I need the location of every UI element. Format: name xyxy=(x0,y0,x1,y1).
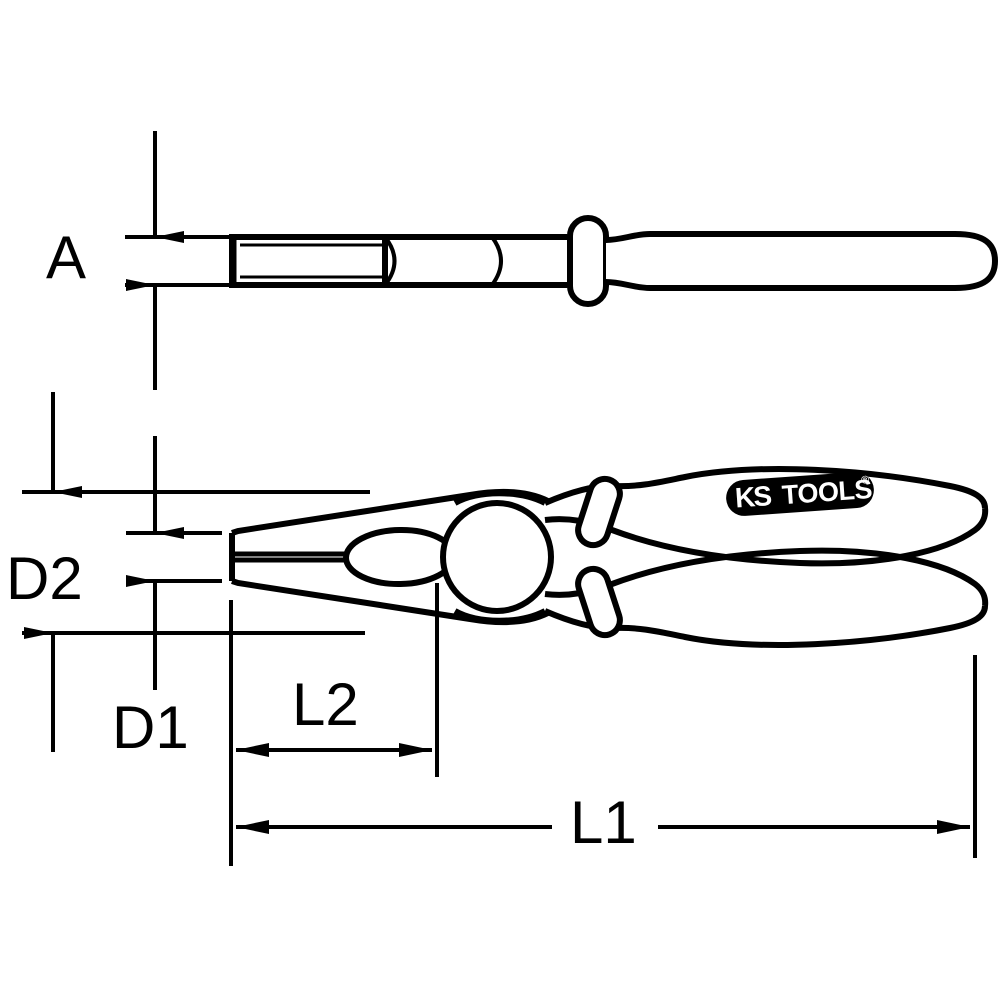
side-view-group: KS TOOLS ® xyxy=(229,466,989,648)
top-view-third-segment xyxy=(490,234,567,288)
upper-guard-oval xyxy=(575,475,623,549)
top-view-mid-segment xyxy=(383,234,492,288)
logo-tools-text: TOOLS xyxy=(781,474,873,510)
dim-A-label: A xyxy=(46,224,86,291)
top-view-group xyxy=(229,215,999,307)
top-view-handle xyxy=(605,231,999,291)
dimension-D2: D2 xyxy=(6,436,222,690)
logo-ks-mark: KS TOOLS xyxy=(734,474,873,513)
dimension-L1: L1 xyxy=(236,655,977,858)
dimension-L2: L2 xyxy=(229,583,439,866)
pivot-joint-circle xyxy=(440,500,554,614)
dim-D2-label: D2 xyxy=(6,545,83,612)
ks-tools-logo: KS TOOLS ® xyxy=(726,472,874,516)
logo-ks-text: KS xyxy=(734,480,772,513)
jaw-gap-line xyxy=(234,551,352,563)
top-view-shaft xyxy=(229,234,388,288)
logo-tools-plate xyxy=(777,474,873,511)
dim-D1-label: D1 xyxy=(112,694,189,761)
top-view-guard-collar xyxy=(566,215,609,307)
logo-registered-symbol: ® xyxy=(861,474,870,487)
joint-boss-bottom xyxy=(453,608,547,624)
dim-L1-label: L1 xyxy=(570,789,637,856)
dim-L2-label: L2 xyxy=(292,671,359,738)
joint-boss-top xyxy=(453,490,547,506)
lower-guard-oval xyxy=(575,565,623,639)
cutting-oval xyxy=(343,526,457,588)
dimension-D1: D1 xyxy=(22,392,370,761)
dimension-A: A xyxy=(46,131,296,390)
